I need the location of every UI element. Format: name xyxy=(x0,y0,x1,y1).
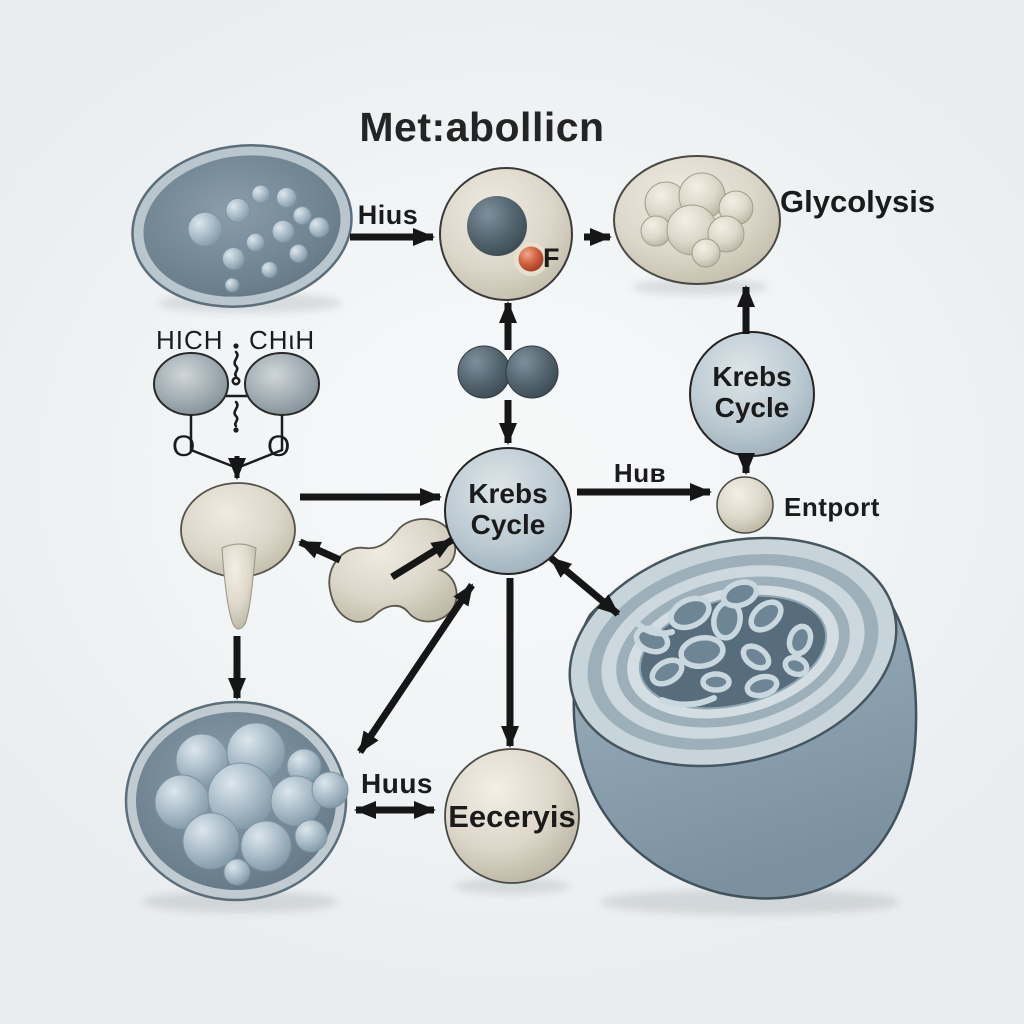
glycolysis-oval xyxy=(613,155,781,285)
bone-fragment xyxy=(328,518,458,623)
hub-label: Huв xyxy=(613,458,667,488)
krebs-right-line2: Cycle xyxy=(714,392,790,423)
eeceryis-sphere xyxy=(444,748,580,884)
mitochondrion-cristae xyxy=(633,579,814,699)
bond-squiggles xyxy=(231,343,241,433)
cell-top-left xyxy=(131,144,353,308)
krebs-right-line1: Krebs xyxy=(712,361,792,392)
shadows xyxy=(142,279,900,915)
hich-label: HICH xyxy=(156,325,224,355)
nucleus xyxy=(467,196,527,256)
o-left-label: O xyxy=(172,430,196,463)
arrow-bone-to-blob xyxy=(298,538,342,564)
f-label: F xyxy=(543,243,560,273)
dumbbell-molecule xyxy=(457,345,559,399)
arrow-krebs-mitochondrion xyxy=(548,555,621,617)
eeceryis-label: Eeceryis xyxy=(448,799,576,834)
red-sphere xyxy=(518,246,544,272)
funnel-cone xyxy=(221,543,257,630)
enzyme-blob xyxy=(180,482,296,630)
krebs-cycle-center xyxy=(444,447,572,575)
arrow-krebs-bottom-cell xyxy=(357,583,475,754)
krebs-center-line1: Krebs xyxy=(468,478,548,509)
diagram-title: Met:abollicn xyxy=(359,104,605,150)
chemical-structure xyxy=(153,343,320,480)
krebs-center-line2: Cycle xyxy=(470,509,546,540)
chih-label: CHιH xyxy=(249,325,316,355)
entport-sphere xyxy=(716,476,774,534)
huus-label: Huus xyxy=(361,768,433,799)
hius-label: Hius xyxy=(357,200,419,230)
arrow-bone-to-krebs xyxy=(390,537,454,580)
krebs-right-label: Krebs Cycle xyxy=(692,361,812,423)
krebs-center-label: Krebs Cycle xyxy=(448,478,568,540)
o-right-label: O xyxy=(267,430,291,463)
mitochondrion-folds xyxy=(631,617,717,708)
mitochondrion xyxy=(568,536,918,900)
cell-bottom-left xyxy=(124,700,349,902)
mitochondrion-membranes xyxy=(568,536,898,768)
arrows xyxy=(228,228,755,819)
glycolysis-label: Glycolysis xyxy=(780,184,936,219)
cell-top-center xyxy=(439,167,573,301)
entport-label: Entport xyxy=(784,492,880,522)
